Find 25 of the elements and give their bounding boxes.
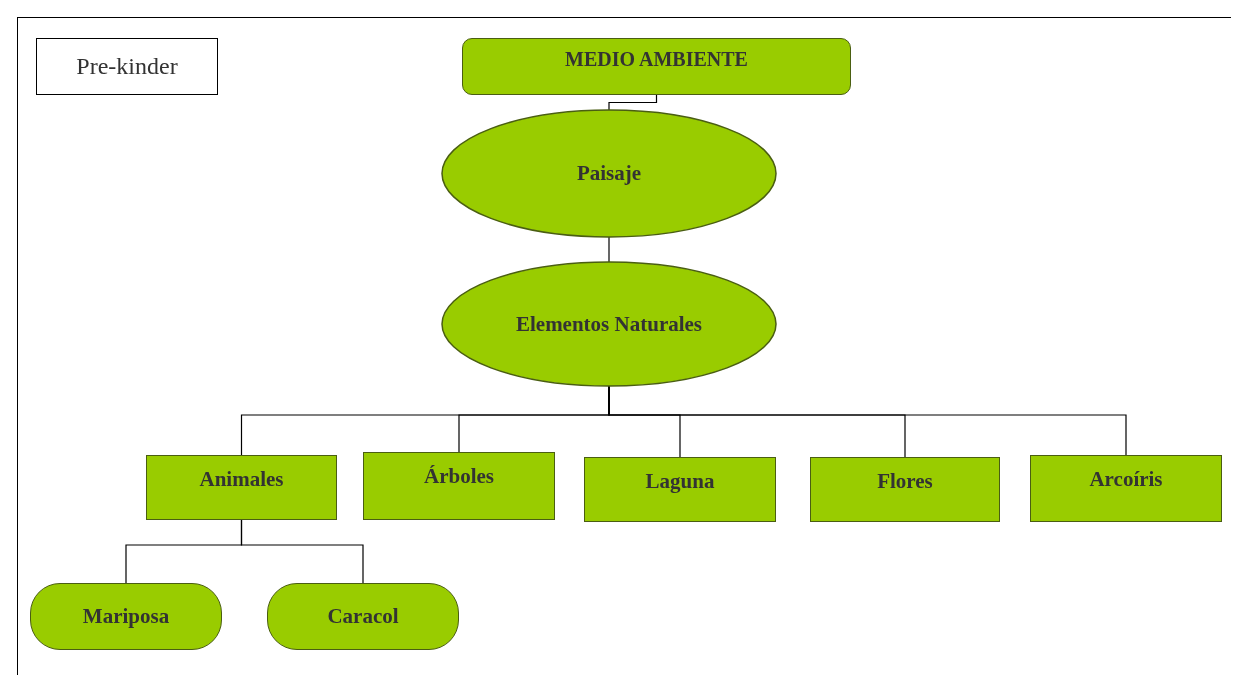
ellipse-node [442, 110, 776, 237]
connector-line [608, 94, 658, 111]
node-label: Mariposa [82, 603, 170, 631]
category-box [1030, 455, 1222, 522]
ellipse-node [442, 262, 776, 386]
node-label: Paisaje [576, 160, 642, 188]
label-box [36, 38, 218, 95]
connector-line [608, 236, 610, 263]
category-box [584, 457, 776, 522]
node-label: MEDIO AMBIENTE [565, 47, 748, 72]
title-box [462, 38, 851, 95]
node-label: Animales [199, 466, 284, 493]
rounded-box [30, 583, 222, 650]
category-box [146, 455, 337, 520]
category-box [363, 452, 555, 520]
node-label: Flores [877, 468, 933, 495]
connector-line [240, 519, 364, 584]
node-label: Elementos Naturales [515, 310, 703, 338]
node-label: Laguna [645, 468, 715, 495]
node-label: Arcoíris [1089, 466, 1163, 493]
page-label: Pre-kinder [76, 52, 178, 82]
node-label: Caracol [327, 603, 399, 631]
rounded-box [267, 583, 459, 650]
node-label: Árboles [424, 463, 494, 490]
category-box [810, 457, 1000, 522]
